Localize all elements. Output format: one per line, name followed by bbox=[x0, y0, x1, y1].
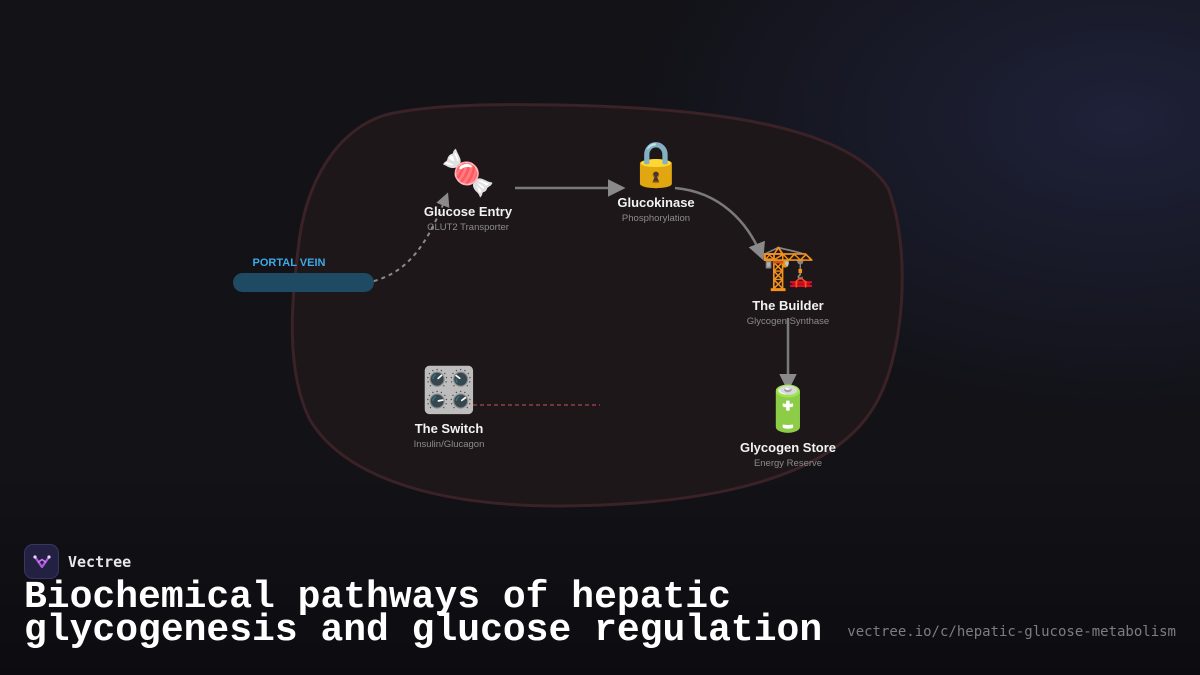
portal-to-entry-arrow bbox=[365, 192, 450, 284]
node-the-switch: 🎛️ The Switch Insulin/Glucagon bbox=[359, 365, 539, 450]
battery-icon: 🔋 bbox=[760, 384, 816, 435]
node-subtitle: GLUT2 Transporter bbox=[427, 222, 509, 233]
node-glycogen-store: 🔋 Glycogen Store Energy Reserve bbox=[698, 384, 878, 469]
node-glucokinase: 🔒 Glucokinase Phosphorylation bbox=[566, 139, 746, 224]
node-subtitle: Insulin/Glucagon bbox=[413, 439, 485, 450]
crane-icon: 🏗️ bbox=[760, 242, 816, 293]
brand[interactable]: Vectree bbox=[24, 544, 131, 579]
portal-vein-label: PORTAL VEIN bbox=[252, 257, 326, 269]
node-subtitle: Phosphorylation bbox=[621, 213, 691, 224]
glucokinase-to-builder-arrow bbox=[674, 186, 765, 261]
vectree-logo-icon bbox=[24, 544, 59, 579]
brand-name: Vectree bbox=[68, 552, 132, 571]
candy-icon: 🍬 bbox=[440, 148, 496, 199]
node-title: The Switch bbox=[414, 421, 484, 436]
node-title: Glucose Entry bbox=[423, 204, 513, 219]
node-title: Glycogen Store bbox=[739, 440, 837, 455]
node-title: Glucokinase bbox=[617, 195, 695, 210]
node-subtitle: Glycogen Synthase bbox=[746, 316, 830, 327]
page-url[interactable]: vectree.io/c/hepatic-glucose-metabolism bbox=[847, 624, 1176, 640]
node-title: The Builder bbox=[752, 298, 824, 313]
node-subtitle: Energy Reserve bbox=[753, 458, 823, 469]
lock-icon: 🔒 bbox=[628, 139, 684, 190]
node-the-builder: 🏗️ The Builder Glycogen Synthase bbox=[698, 242, 878, 327]
portal-vein-bar bbox=[233, 273, 374, 292]
page-title: Biochemical pathways of hepatic glycogen… bbox=[24, 576, 823, 652]
control-knobs-icon: 🎛️ bbox=[421, 365, 477, 416]
node-glucose-entry: 🍬 Glucose Entry GLUT2 Transporter bbox=[378, 148, 558, 233]
